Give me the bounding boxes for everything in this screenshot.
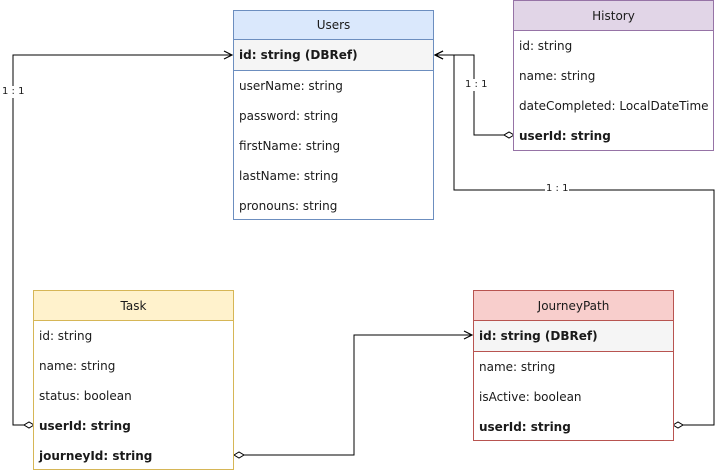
field-journeyid: journeyId: string xyxy=(39,449,153,463)
field-userid: userId: string xyxy=(479,420,571,434)
entity-title: History xyxy=(514,1,713,31)
connector-task-journeypath xyxy=(234,335,472,455)
entity-users[interactable]: Users id: string (DBRef) userName: strin… xyxy=(233,10,434,220)
relationship-label-users-task: 1 : 1 xyxy=(1,86,26,98)
field-userid: userId: string xyxy=(519,129,611,143)
entity-journeypath[interactable]: JourneyPath id: string (DBRef) name: str… xyxy=(473,290,674,441)
relationship-label-users-history: 1 : 1 xyxy=(464,79,489,91)
field-userid: userId: string xyxy=(39,419,131,433)
field-name: name: string xyxy=(519,69,596,83)
connector-task-users xyxy=(12,55,232,425)
field-datecompleted: dateCompleted: LocalDateTime xyxy=(519,99,709,113)
connector-journeypath-users xyxy=(435,55,715,425)
field-status: status: boolean xyxy=(39,389,132,403)
connector-history-users xyxy=(435,55,514,135)
field-name: name: string xyxy=(479,360,556,374)
entity-title: JourneyPath xyxy=(474,291,673,321)
field-password: password: string xyxy=(239,109,339,123)
field-pronouns: pronouns: string xyxy=(239,199,338,213)
entity-title: Task xyxy=(34,291,233,321)
field-id: id: string xyxy=(39,329,93,343)
entity-history[interactable]: History id: string name: string dateComp… xyxy=(513,0,714,151)
field-id: id: string (DBRef) xyxy=(474,321,673,352)
entity-title: Users xyxy=(234,11,433,40)
field-id: id: string (DBRef) xyxy=(234,40,433,71)
field-name: name: string xyxy=(39,359,116,373)
relationship-label-users-journeypath: 1 : 1 xyxy=(545,183,570,195)
field-id: id: string xyxy=(519,39,573,53)
field-lastname: lastName: string xyxy=(239,169,339,183)
field-username: userName: string xyxy=(239,79,343,93)
field-isactive: isActive: boolean xyxy=(479,390,582,404)
entity-task[interactable]: Task id: string name: string status: boo… xyxy=(33,290,234,470)
field-firstname: firstName: string xyxy=(239,139,341,153)
